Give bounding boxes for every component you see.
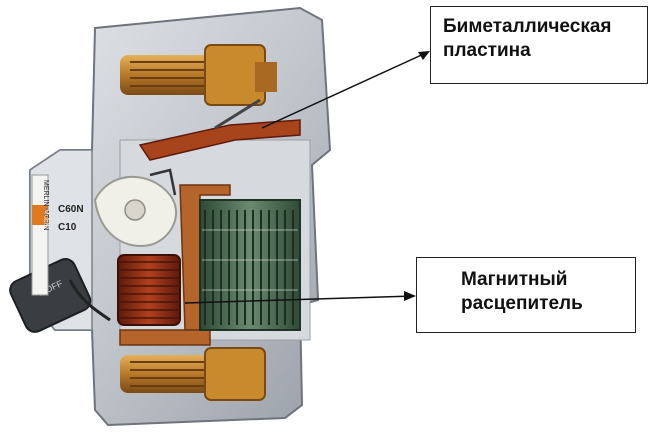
magnetic-coil xyxy=(117,254,181,326)
bimetal-arrowhead xyxy=(418,51,430,60)
model-label: C60N xyxy=(58,204,84,215)
bimetal-callout-line1: Биметаллическая xyxy=(443,16,612,37)
front-label: MERLIN GERIN Multi9 C60N C10 xyxy=(31,174,84,296)
top-terminal xyxy=(120,44,277,106)
bimetal-strip-callout: Биметаллическая пластина xyxy=(430,6,648,84)
magnetic-callout-line2: расцепитель xyxy=(461,293,583,314)
bottom-terminal xyxy=(120,347,266,401)
series-label: Multi9 xyxy=(42,209,49,228)
magnetic-release-callout: Магнитный расцепитель xyxy=(416,257,636,333)
bimetal-strip xyxy=(138,98,301,161)
arc-chute xyxy=(199,199,301,331)
copper-frame xyxy=(119,184,231,346)
brand-label: MERLIN GERIN xyxy=(42,180,49,231)
magnetic-arrowhead xyxy=(404,291,416,301)
magnetic-leader-line xyxy=(184,295,415,304)
magnetic-callout-line1: Магнитный xyxy=(461,269,568,290)
trip-mechanism xyxy=(93,168,177,247)
rating-label: C10 xyxy=(58,222,77,233)
bimetal-leader-line xyxy=(261,51,429,129)
leader-lines xyxy=(184,51,430,304)
bimetal-callout-line2: пластина xyxy=(443,40,531,61)
